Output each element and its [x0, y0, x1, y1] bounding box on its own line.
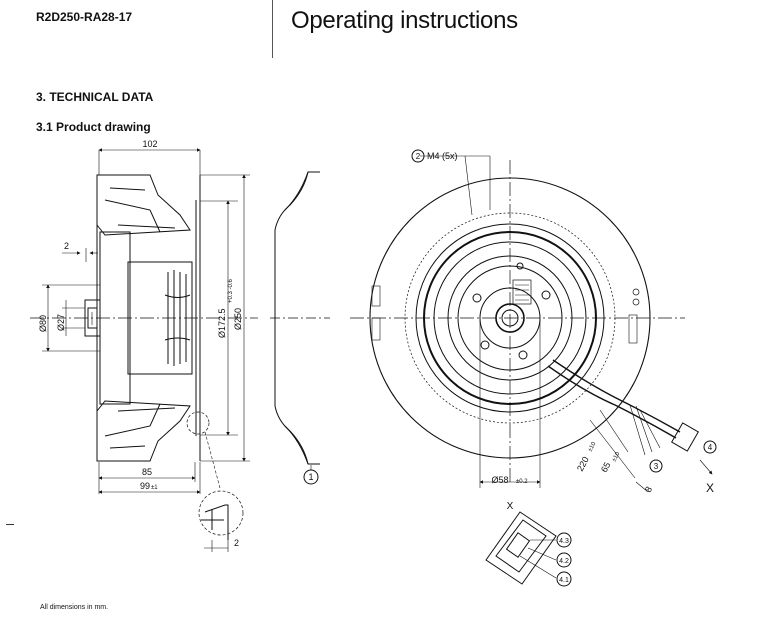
front-view [350, 149, 717, 493]
dim-85: 85 [142, 467, 152, 477]
dim-220-tol: ±10 [587, 441, 597, 453]
footnote: All dimensions in mm. [40, 604, 109, 611]
model-number: R2D250-RA28-17 [36, 10, 133, 24]
inlet-ring-view [270, 171, 330, 485]
dim-220: 220 [575, 455, 591, 473]
dim-8: 8 [643, 485, 654, 494]
dim-99-tol: ±1 [151, 485, 158, 491]
dim-d27: Ø27 [56, 314, 66, 331]
detail-x-view [485, 511, 572, 587]
dim-d58: Ø58 [491, 475, 508, 485]
dim-detail-2: 2 [234, 538, 239, 548]
dim-65-tol: ±10 [611, 451, 621, 463]
callout-4-2: 4.2 [559, 558, 569, 565]
document-title: Operating instructions [291, 7, 518, 34]
subsection-title: 3.1 Product drawing [36, 120, 151, 134]
section-title: 3. TECHNICAL DATA [36, 90, 154, 104]
screw-label: M4 (5x) [427, 151, 458, 161]
callout-3: 3 [654, 462, 659, 471]
callout-4-1: 4.1 [559, 577, 569, 584]
dim-d172: Ø172.5 [217, 308, 227, 338]
dim-d250: Ø250 [233, 308, 243, 330]
view-x-label: X [706, 481, 714, 495]
dim-width-102: 102 [142, 139, 157, 149]
dim-d172-tol: +0.3 -0.6 [228, 278, 234, 303]
dim-d58-tol: ±0.2 [516, 479, 528, 485]
dim-65: 65 [599, 460, 613, 474]
margin-mark [6, 524, 14, 525]
callout-4: 4 [708, 443, 713, 452]
side-view [30, 148, 258, 552]
callout-2: 2 [416, 152, 421, 161]
header-divider [272, 0, 273, 58]
dim-d80: Ø80 [38, 315, 48, 332]
dim-99: 99 [140, 481, 150, 491]
dim-2-top: 2 [64, 241, 69, 251]
detail-x-label: X [507, 501, 514, 512]
callout-4-3: 4.3 [559, 538, 569, 545]
callout-1: 1 [308, 472, 313, 482]
